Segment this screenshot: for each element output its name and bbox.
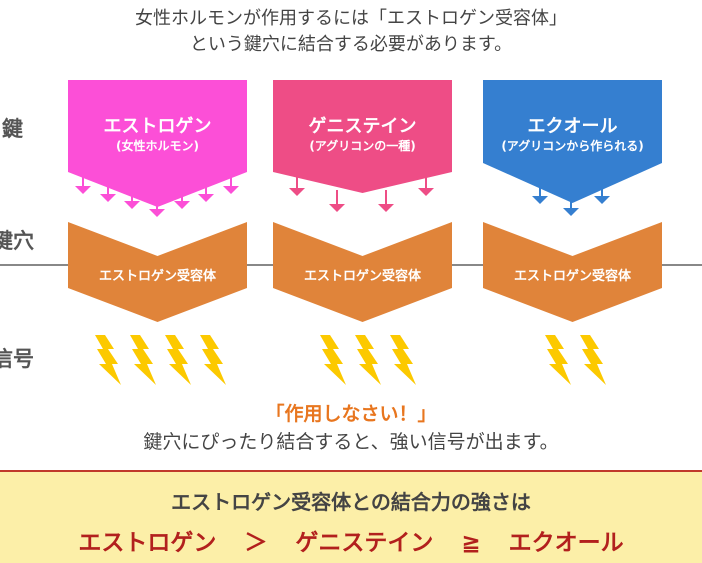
key-name: エクオール [527,116,618,137]
key-name: ゲニステイン [308,116,417,137]
arrowhead-icon [594,196,610,204]
receptor-shape [483,222,662,322]
summary-line-1: エストロゲン受容体との結合力の強さは [171,490,531,514]
title-line-1: 女性ホルモンが作用するには「エストロゲン受容体」 [135,8,567,29]
key-estrogen: エストロゲン (女性ホルモン) [68,116,247,154]
rank-estrogen: エストロゲン [78,530,217,556]
arrowhead-icon [100,194,116,202]
arrowhead-icon [149,209,165,217]
key-shape [483,80,662,203]
key-equol: エクオール (アグリコンから作られる) [483,116,662,154]
arrowhead-icon [418,188,434,196]
key-sub: (アグリコンの一種) [309,139,416,153]
callout-quote: 「作用しなさい！」 [265,403,437,425]
rank-genistein: ゲニステイン [295,530,434,556]
lightning-bolt-icon [165,335,191,385]
arrowhead-icon [223,186,239,194]
lightning-bolt-icon [95,335,121,385]
summary-box: エストロゲン受容体との結合力の強さは エストロゲン ＞ ゲニステイン ≧ エクオール [0,470,702,563]
key-shape [68,80,247,207]
lightning-bolt-icon [390,335,416,385]
arrowhead-icon [329,204,345,212]
arrowhead-icon [174,201,190,209]
header-text: 女性ホルモンが作用するには「エストロゲン受容体」 という鍵穴に結合する必要があり… [0,6,702,58]
key-genistein: ゲニステイン (アグリコンの一種) [273,116,452,154]
lightning-bolt-icon [200,335,226,385]
receptor-label: エストロゲン受容体 [513,269,631,284]
arrowhead-icon [198,194,214,202]
receptor-label: エストロゲン受容体 [98,269,216,284]
lightning-bolt-icon [545,335,571,385]
callout: 「作用しなさい！」 鍵穴にぴったり結合すると、強い信号が出ます。 [0,400,702,456]
lightning-bolt-icon [320,335,346,385]
lightning-bolt-icon [580,335,606,385]
receptor-shape [273,222,452,322]
arrowhead-icon [124,201,140,209]
callout-text: 鍵穴にぴったり結合すると、強い信号が出ます。 [143,431,559,453]
lightning-bolt-icon [355,335,381,385]
title-line-2: という鍵穴に結合する必要があります。 [189,34,513,55]
arrowhead-icon [378,204,394,212]
receptor-shape [68,222,247,322]
rank-equol: エクオール [508,530,624,556]
rank-geq: ≧ [461,530,481,556]
key-name: エストロゲン [103,116,212,137]
receptor-label: エストロゲン受容体 [303,269,421,284]
row-label-key: 鍵 [2,117,23,141]
key-sub: (アグリコンから作られる) [501,139,644,153]
row-label-signal: 信号 [0,347,34,371]
summary-ranking: エストロゲン ＞ ゲニステイン ≧ エクオール [0,523,702,557]
arrowhead-icon [532,196,548,204]
key-shape [273,80,452,193]
arrowhead-icon [75,186,91,194]
lightning-bolt-icon [130,335,156,385]
row-label-keyhole: 鍵穴 [0,229,34,253]
arrowhead-icon [563,208,579,216]
arrowhead-icon [289,188,305,196]
key-sub: (女性ホルモン) [116,139,199,153]
key-lock-diagram [0,80,702,385]
rank-greater: ＞ [244,530,268,556]
